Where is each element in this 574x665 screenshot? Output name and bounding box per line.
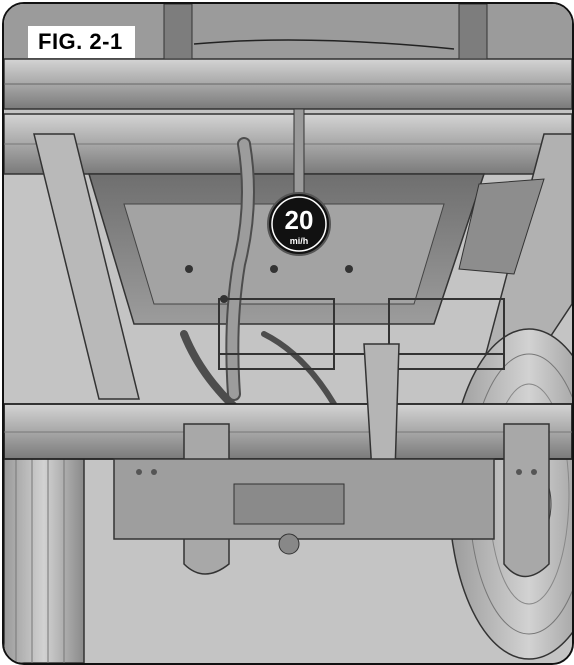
speed-sign-number: 20 bbox=[285, 205, 314, 235]
sign-bracket bbox=[293, 108, 305, 200]
left-tire bbox=[4, 453, 85, 663]
upper-deck bbox=[4, 4, 572, 110]
figure-label: FIG. 2-1 bbox=[28, 26, 135, 58]
speed-sign-unit: mi/h bbox=[290, 236, 309, 246]
trailer-undercarriage-illustration: 20 mi/h bbox=[4, 4, 572, 663]
lower-axle-assembly bbox=[113, 458, 495, 555]
front-cross-beam bbox=[4, 113, 572, 175]
main-axle-beam bbox=[4, 403, 572, 460]
speed-limit-sign: 20 mi/h bbox=[267, 192, 331, 256]
hitch-frame bbox=[218, 298, 505, 370]
